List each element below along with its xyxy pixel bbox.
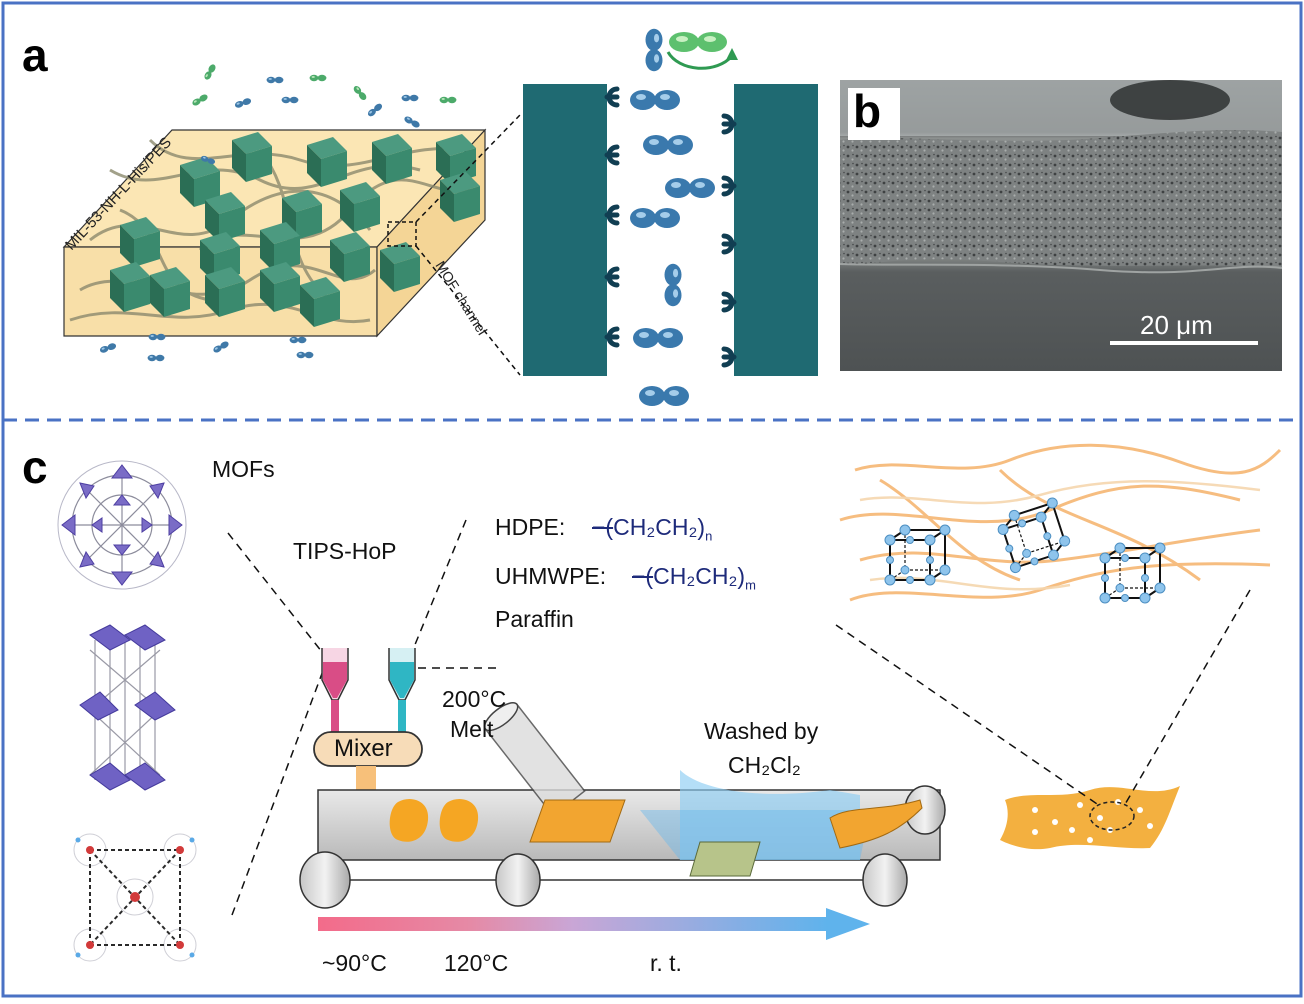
hdpe-label: HDPE: (495, 514, 566, 540)
mof-channel-diagram (523, 28, 818, 406)
temperature-mid: 120°C (444, 950, 509, 976)
temperature-arrow (318, 908, 870, 940)
scale-bar-label: 20 μm (1140, 310, 1213, 340)
mof-structure-2 (79, 624, 176, 791)
mof-structure-1 (57, 460, 187, 590)
uhmwpe-label: UHMWPE: (495, 563, 607, 589)
temperature-room: r. t. (650, 950, 682, 976)
melt-temperature: 200°C (442, 686, 507, 712)
panel-letter-b: b (853, 85, 882, 137)
tips-hop-label: TIPS-HoP (293, 538, 397, 564)
membrane-slab (62, 114, 521, 376)
product-membrane (1000, 786, 1180, 850)
mof-fiber-zoom (839, 443, 1282, 604)
hdpe-formula: −(CH₂CH₂)n (592, 514, 713, 544)
solvent-label: CH₂Cl₂ (728, 752, 801, 778)
sem-image (839, 80, 1283, 371)
panel-letter-c: c (22, 441, 48, 493)
pressed-sheet (529, 799, 626, 843)
mof-structure-3 (73, 833, 197, 962)
temperature-start: ~90°C (322, 950, 387, 976)
mofs-label: MOFs (212, 456, 275, 482)
paraffin-label: Paraffin (495, 606, 574, 632)
melt-blob-2 (439, 799, 479, 842)
molecules-permeate (99, 333, 314, 362)
washed-sheet (689, 841, 761, 877)
panel-letter-a: a (22, 29, 48, 81)
funnel-pink (321, 648, 349, 738)
washed-label: Washed by (704, 718, 819, 744)
mixer-label: Mixer (334, 735, 393, 762)
final-sheet (829, 799, 923, 849)
uhmwpe-formula: −(CH₂CH₂)m (632, 563, 756, 593)
melt-blob-1 (389, 799, 429, 842)
funnel-teal (388, 648, 416, 738)
melt-label: Melt (450, 716, 494, 742)
